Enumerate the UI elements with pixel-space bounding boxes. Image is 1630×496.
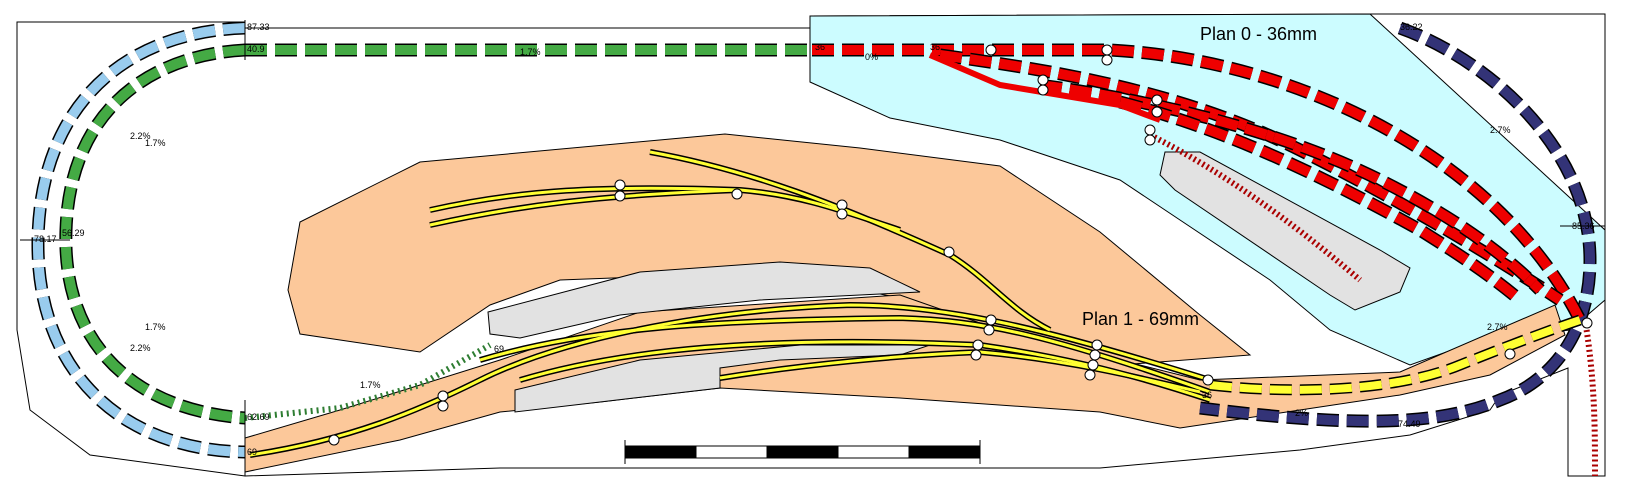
turnout-marker [1144,124,1156,136]
grade-label: 2% [1295,408,1308,418]
turnout-marker [970,349,982,361]
turnout-marker [1091,339,1103,351]
turnout-marker [1151,106,1163,118]
turnout-marker [836,208,848,220]
height-label: 40.9 [247,44,265,54]
grade-label: 1.7% [520,47,541,57]
grade-label: 1.7% [360,380,381,390]
turnout-marker [1037,74,1049,86]
height-label: 74.49 [1398,419,1421,429]
yellow-exit-track [1209,314,1582,396]
turnout-marker [983,324,995,336]
height-label: 62.69 [247,412,270,422]
height-label: 85.36 [1572,221,1595,231]
grade-label: 2.2% [130,343,151,353]
grade-label: 1.7% [145,138,166,148]
lower-platform-left [487,261,921,339]
turnout-marker [1101,54,1113,66]
height-label: 56.29 [62,228,85,238]
turnout-marker [985,44,997,56]
turnout-marker [614,179,626,191]
turnout-marker [1084,369,1096,381]
red-spur [1148,132,1362,283]
plan-lower-title: Plan 1 - 69mm [1082,309,1199,329]
turnout-marker [1144,134,1156,146]
turnout-markers [328,44,1593,446]
turnout-marker [437,400,449,412]
height-label: 36.22 [1400,22,1423,32]
turnout-marker [1087,359,1099,371]
grade-label: 2.7% [1490,125,1511,135]
grade-label: 1.7% [145,322,166,332]
lower-platform-mid [514,344,931,413]
turnout-marker [731,188,743,200]
grade-labels: 1.7% 0% 2.2% 1.7% 2.7% 1.7% 2.2% 1.7% 2.… [130,47,1511,418]
section-dividers [20,20,1605,476]
navy-track [1199,21,1597,428]
turnout-marker [985,314,997,326]
turnout-marker [1504,348,1516,360]
turnout-marker [328,434,340,446]
height-label: 36 [930,42,940,52]
height-label: 69 [247,447,257,457]
turnout-marker [1151,94,1163,106]
grade-label: 0% [865,52,878,62]
height-labels: 87.33 40.9 36 36 36.22 78.17 56.29 85.36… [34,22,1595,457]
height-label: 36 [1202,390,1212,400]
turnout-marker [1202,374,1214,386]
navy-track-exit [1582,319,1598,477]
turnout-marker [614,190,626,202]
green-track [59,43,812,425]
grade-label: 2.2% [130,131,151,141]
turnout-marker [1581,317,1593,329]
scale-bar [624,440,981,464]
red-ladder [928,52,1162,123]
turnout-marker [1101,44,1113,56]
grade-label: 2.7% [1487,322,1508,332]
height-label: 87.33 [247,22,270,32]
red-upper-tracks [812,43,1586,323]
turnout-marker [972,339,984,351]
turnout-marker [943,246,955,258]
turnout-marker [437,390,449,402]
turnout-marker [1089,349,1101,361]
height-label: 36 [815,42,825,52]
plan-upper-title: Plan 0 - 36mm [1200,24,1317,44]
height-label: 69 [494,344,504,354]
height-label: 78.17 [34,234,57,244]
turnout-marker [1037,84,1049,96]
